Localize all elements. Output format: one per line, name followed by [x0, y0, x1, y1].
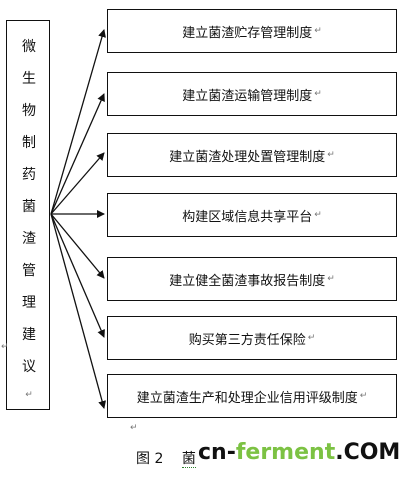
measure-box-accident-report: 建立健全菌渣事故报告制度↵	[107, 257, 397, 301]
source-char: 药	[22, 167, 36, 183]
measure-box-credit-rating: 建立菌渣生产和处理企业信用评级制度↵	[107, 374, 397, 418]
watermark-ferment: ferment	[235, 440, 336, 465]
measure-label: 建立健全菌渣事故报告制度	[169, 273, 326, 289]
arrow-5	[50, 213, 105, 279]
paragraph-mark: ↵	[25, 390, 33, 400]
source-char: 建	[22, 327, 36, 343]
source-char: 管	[22, 263, 36, 279]
measure-label: 购买第三方责任保险	[188, 332, 306, 348]
paragraph-mark: ↵	[314, 209, 322, 220]
paragraph-mark: ↵	[130, 423, 138, 433]
arrow-1	[50, 29, 106, 215]
paragraph-mark: ↵	[327, 149, 335, 160]
measure-box-transport: 建立菌渣运输管理制度↵	[107, 72, 397, 116]
measure-label: 建立菌渣处理处置管理制度	[169, 149, 326, 165]
figure-caption: 图 2 菌	[136, 448, 196, 468]
measure-label: 构建区域信息共享平台	[182, 209, 313, 225]
paragraph-mark: ↵	[307, 332, 316, 343]
source-char: 微	[22, 39, 36, 55]
source-box: 微 生 物 制 药 菌 渣 管 理 建 议 ↵	[6, 20, 50, 410]
arrow-6	[50, 213, 105, 338]
figure-number: 图 2	[136, 451, 164, 467]
source-char: 菌	[22, 199, 36, 215]
source-char: 议	[22, 359, 36, 375]
arrow-7	[50, 213, 107, 409]
paragraph-mark: ↵	[1, 342, 9, 352]
measure-box-info-platform: 构建区域信息共享平台↵	[107, 193, 397, 237]
paragraph-mark: ↵	[314, 88, 322, 99]
figure-title-fragment: 菌	[181, 451, 196, 468]
measure-label: 建立菌渣生产和处理企业信用评级制度	[136, 390, 358, 406]
source-char: 渣	[22, 231, 36, 247]
paragraph-mark: ↵	[359, 390, 368, 401]
watermark-logo: cn-ferment.COM	[198, 440, 400, 465]
source-char: 理	[22, 295, 36, 311]
watermark-com: .COM	[335, 440, 401, 465]
source-char: 制	[22, 135, 36, 151]
paragraph-mark: ↵	[314, 25, 322, 36]
measure-label: 建立菌渣运输管理制度	[182, 88, 313, 104]
measure-label: 建立菌渣贮存管理制度	[182, 25, 313, 41]
arrow-2	[50, 93, 105, 215]
watermark-cn: cn-	[198, 440, 236, 465]
measure-box-storage: 建立菌渣贮存管理制度↵	[107, 9, 397, 53]
source-char: 物	[22, 103, 36, 119]
measure-box-disposal: 建立菌渣处理处置管理制度↵	[107, 133, 397, 177]
arrow-3	[50, 152, 105, 215]
measure-box-insurance: 购买第三方责任保险↵	[107, 316, 397, 360]
source-char: 生	[22, 71, 36, 87]
paragraph-mark: ↵	[327, 273, 335, 284]
